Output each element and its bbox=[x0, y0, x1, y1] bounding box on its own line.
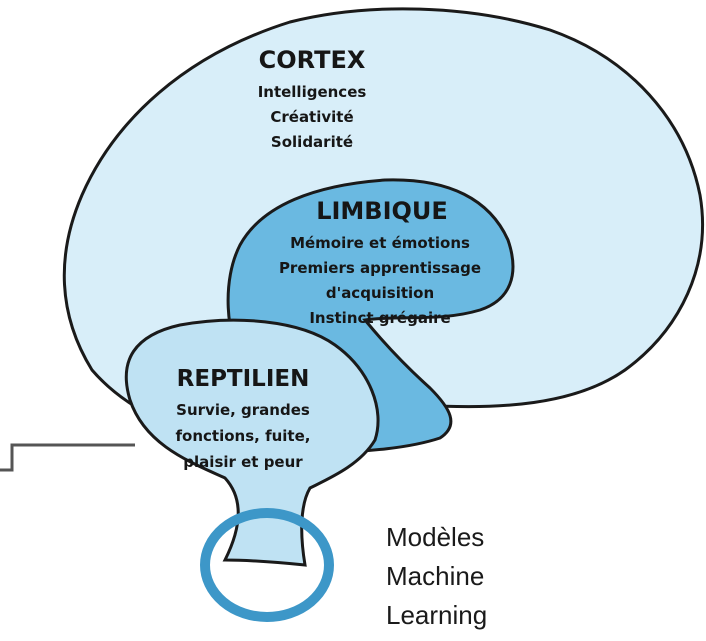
connector-line-icon bbox=[0, 445, 135, 470]
limbic-line: Mémoire et émotions bbox=[290, 234, 470, 252]
limbic-line: Instinct grégaire bbox=[309, 309, 450, 327]
ml-label-line: Machine bbox=[386, 561, 484, 591]
cortex-line: Intelligences bbox=[258, 83, 367, 101]
reptilian-line: plaisir et peur bbox=[183, 453, 303, 471]
reptilian-line: fonctions, fuite, bbox=[176, 427, 311, 445]
limbic-line: Premiers apprentissage bbox=[279, 259, 481, 277]
ml-label-line: Modèles bbox=[386, 522, 484, 552]
cortex-title: CORTEX bbox=[259, 46, 366, 74]
limbic-line: d'acquisition bbox=[326, 284, 434, 302]
cortex-line: Solidarité bbox=[271, 133, 353, 151]
limbic-title: LIMBIQUE bbox=[316, 197, 448, 225]
cortex-line: Créativité bbox=[270, 108, 353, 126]
reptilian-line: Survie, grandes bbox=[176, 401, 310, 419]
reptilian-title: REPTILIEN bbox=[177, 366, 310, 392]
ml-label-line: Learning bbox=[386, 600, 487, 630]
